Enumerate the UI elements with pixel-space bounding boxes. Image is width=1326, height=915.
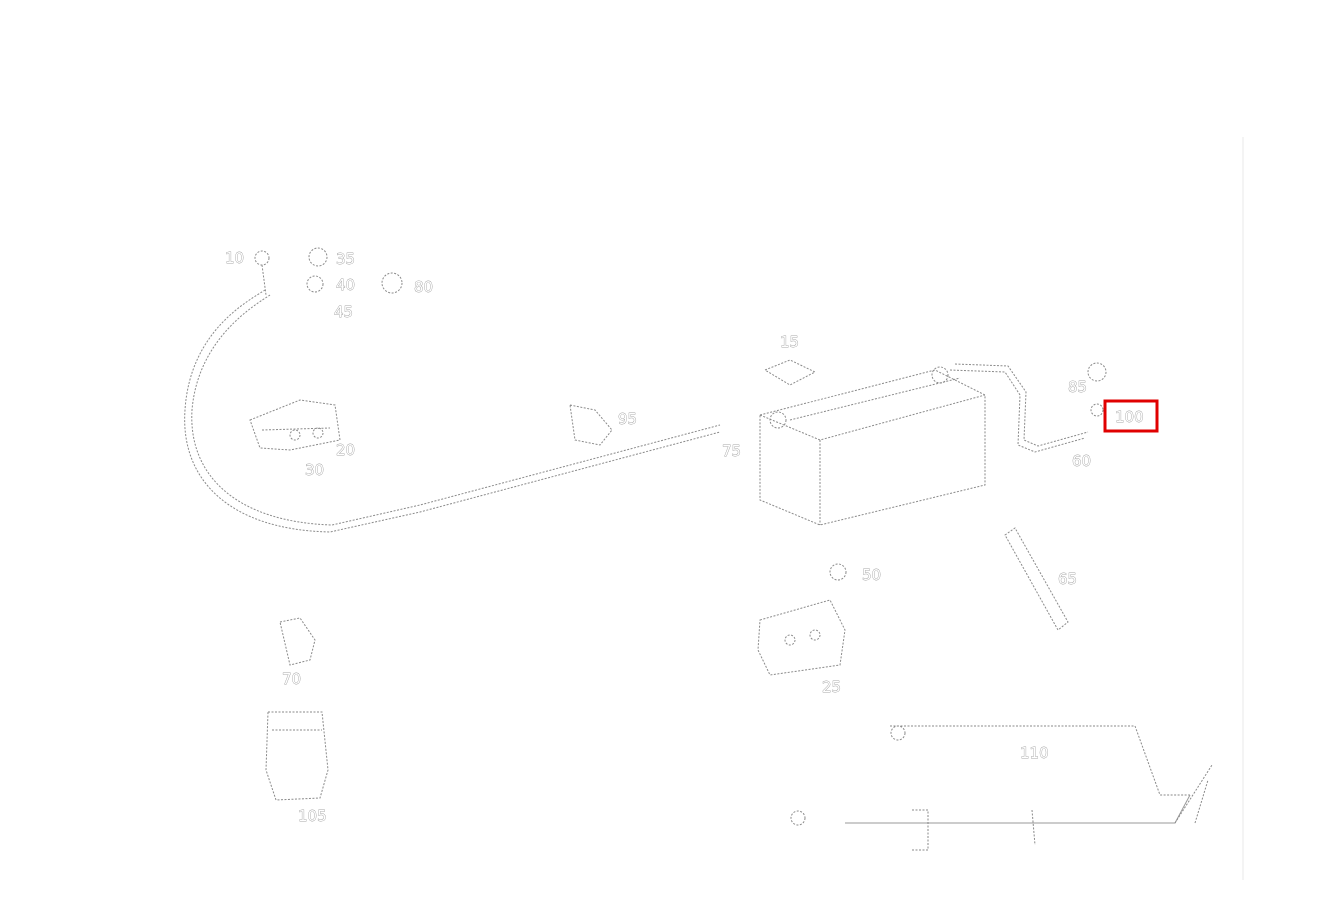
terminal-nut-group	[1087, 362, 1107, 417]
callout-50: 50	[862, 566, 881, 584]
callout-75: 75	[722, 442, 741, 460]
hold-down-rod	[1004, 527, 1069, 631]
callout-95: 95	[618, 410, 637, 428]
callout-105: 105	[298, 807, 327, 825]
callout-100: 100	[1115, 408, 1144, 426]
callout-80: 80	[414, 278, 433, 296]
mounting-bracket	[790, 725, 1213, 851]
positive-cable	[949, 369, 1086, 453]
callout-65: 65	[1058, 570, 1077, 588]
callout-110: 110	[1020, 744, 1049, 762]
terminal-cap	[763, 359, 817, 386]
callout-20: 20	[336, 441, 355, 459]
callout-15: 15	[780, 333, 799, 351]
callout-60: 60	[1072, 452, 1091, 470]
battery-clamp-part	[249, 399, 341, 451]
callout-70: 70	[282, 670, 301, 688]
spring-clip-part	[279, 617, 316, 666]
callout-10: 10	[225, 249, 244, 267]
ground-cable	[184, 289, 721, 533]
terminal-bolt-group	[254, 247, 403, 296]
battery-terminal-cover	[265, 711, 329, 801]
cable-clip-part	[569, 404, 613, 446]
ground-cable-inner	[191, 294, 721, 526]
highlight-box	[1103, 399, 1159, 433]
positive-cable-inner	[954, 363, 1089, 447]
battery	[759, 366, 986, 526]
callout-85: 85	[1068, 378, 1087, 396]
callout-40: 40	[336, 276, 355, 294]
callout-30: 30	[305, 461, 324, 479]
lower-clamp-part	[757, 563, 847, 676]
callout-25: 25	[822, 678, 841, 696]
callout-35: 35	[336, 250, 355, 268]
callout-45: 45	[334, 303, 353, 321]
